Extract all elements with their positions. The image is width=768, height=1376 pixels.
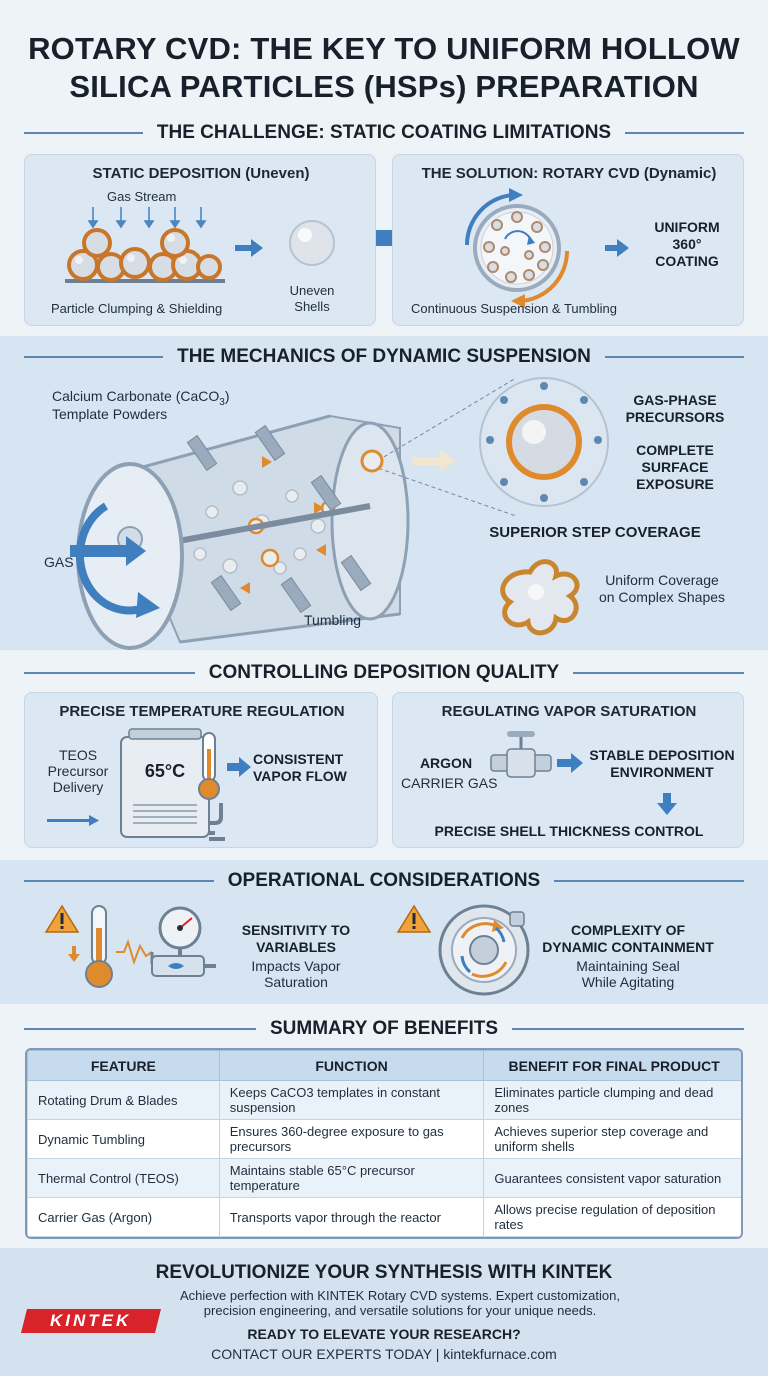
table-row: Carrier Gas (Argon) Transports vapor thr… bbox=[27, 1197, 741, 1237]
table-cell: Maintains stable 65°C precursor temperat… bbox=[218, 1158, 485, 1198]
operational-band bbox=[0, 860, 768, 1004]
temp-title: PRECISE TEMPERATURE REGULATION bbox=[59, 703, 345, 720]
rotary-solution-panel: THE SOLUTION: ROTARY CVD (Dynamic) UNIFO… bbox=[392, 154, 744, 326]
table-cell: Ensures 360-degree exposure to gas precu… bbox=[218, 1119, 485, 1159]
static-deposition-panel: STATIC DEPOSITION (Uneven) Gas Stream Un… bbox=[24, 154, 376, 326]
table-row: Thermal Control (TEOS) Maintains stable … bbox=[27, 1158, 741, 1198]
carrier-gas-label: CARRIER GAS bbox=[401, 775, 498, 791]
teos-label: TEOS Precursor Delivery bbox=[47, 747, 109, 795]
title-line-2: SILICA PARTICLES (HSPs) PREPARATION bbox=[69, 69, 699, 104]
valve-illustration bbox=[490, 731, 677, 815]
sensitivity-title: SENSITIVITY TO VARIABLES bbox=[241, 922, 351, 955]
static-title: STATIC DEPOSITION (Uneven) bbox=[92, 165, 310, 182]
complex-shapes-label: Uniform Coverage on Complex Shapes bbox=[598, 572, 726, 605]
title-line-1: ROTARY CVD: THE KEY TO UNIFORM HOLLOW bbox=[28, 31, 740, 66]
thickness-control-label: PRECISE SHELL THICKNESS CONTROL bbox=[434, 823, 704, 839]
operational-icons bbox=[44, 904, 530, 996]
containment-text: Maintaining Seal While Agitating bbox=[576, 958, 680, 990]
temperature-panel: PRECISE TEMPERATURE REGULATION TEOS Prec… bbox=[24, 692, 378, 848]
static-deposition-illustration bbox=[65, 207, 335, 283]
operational-heading: OPERATIONAL CONSIDERATIONS bbox=[24, 866, 744, 896]
cta-text: READY TO ELEVATE YOUR RESEARCH? bbox=[247, 1326, 521, 1342]
contact-link[interactable]: CONTACT OUR EXPERTS TODAY | kintekfurnac… bbox=[211, 1346, 557, 1362]
table-cell: Achieves superior step coverage and unif… bbox=[483, 1119, 741, 1159]
challenge-heading: THE CHALLENGE: STATIC COATING LIMITATION… bbox=[24, 118, 745, 148]
template-label: Template Powders bbox=[52, 406, 168, 422]
tumbling-label: Tumbling bbox=[304, 612, 362, 628]
table-header-row: FEATURE FUNCTION BENEFIT FOR FINAL PRODU… bbox=[27, 1050, 741, 1081]
vapor-title: REGULATING VAPOR SATURATION bbox=[441, 703, 697, 720]
gas-label: GAS bbox=[44, 554, 74, 570]
table-cell: Carrier Gas (Argon) bbox=[27, 1197, 220, 1237]
quality-heading: CONTROLLING DEPOSITION QUALITY bbox=[24, 658, 745, 688]
mechanics-heading: THE MECHANICS OF DYNAMIC SUSPENSION bbox=[24, 342, 744, 372]
solution-title: THE SOLUTION: ROTARY CVD (Dynamic) bbox=[421, 165, 717, 182]
uniform-coating-label: UNIFORM 360° COATING bbox=[654, 219, 720, 269]
table-cell: Allows precise regulation of deposition … bbox=[483, 1197, 741, 1237]
step-coverage-label: SUPERIOR STEP COVERAGE bbox=[489, 524, 701, 541]
table-cell: Transports vapor through the reactor bbox=[218, 1197, 485, 1237]
clumping-label: Particle Clumping & Shielding bbox=[51, 301, 223, 316]
rotary-drum-illustration bbox=[464, 188, 629, 308]
summary-heading: SUMMARY OF BENEFITS bbox=[24, 1014, 745, 1044]
table-header: FEATURE bbox=[27, 1050, 220, 1081]
rotary-drum-diagram bbox=[70, 377, 609, 650]
sensitivity-text: Impacts Vapor Saturation bbox=[251, 958, 341, 990]
table-cell: Dynamic Tumbling bbox=[27, 1119, 220, 1159]
table-header: FUNCTION bbox=[218, 1050, 485, 1081]
suspension-label: Continuous Suspension & Tumbling bbox=[411, 301, 617, 316]
caco3-label: Calcium Carbonate (CaCO3) bbox=[52, 388, 230, 408]
stable-environment-label: STABLE DEPOSITION ENVIRONMENT bbox=[589, 747, 735, 780]
footer-body: Achieve perfection with KINTEK Rotary CV… bbox=[180, 1288, 620, 1318]
table-cell: Keeps CaCO3 templates in constant suspen… bbox=[218, 1080, 485, 1120]
table-cell: Eliminates particle clumping and dead zo… bbox=[483, 1080, 741, 1120]
table-cell: Rotating Drum & Blades bbox=[27, 1080, 220, 1120]
page-title: ROTARY CVD: THE KEY TO UNIFORM HOLLOW SI… bbox=[0, 30, 768, 106]
gas-stream-label: Gas Stream bbox=[107, 189, 177, 204]
consistent-flow-label: CONSISTENT VAPOR FLOW bbox=[253, 751, 347, 784]
exposure-label: COMPLETE SURFACE EXPOSURE bbox=[636, 442, 714, 492]
benefits-table: FEATURE FUNCTION BENEFIT FOR FINAL PRODU… bbox=[25, 1048, 743, 1239]
footer-heading: REVOLUTIONIZE YOUR SYNTHESIS WITH KINTEK bbox=[155, 1262, 613, 1283]
heater-illustration bbox=[47, 728, 251, 841]
table-cell: Guarantees consistent vapor saturation bbox=[483, 1158, 741, 1198]
precursors-label: GAS-PHASE PRECURSORS bbox=[625, 392, 725, 425]
table-row: Rotating Drum & Blades Keeps CaCO3 templ… bbox=[27, 1080, 741, 1120]
table-header: BENEFIT FOR FINAL PRODUCT bbox=[483, 1050, 741, 1081]
vapor-panel: REGULATING VAPOR SATURATION ARGON CARRIE… bbox=[392, 692, 744, 848]
table-cell: Thermal Control (TEOS) bbox=[27, 1158, 220, 1198]
argon-label: ARGON bbox=[419, 755, 473, 771]
containment-title: COMPLEXITY OF DYNAMIC CONTAINMENT bbox=[542, 922, 714, 955]
temperature-value: 65°C bbox=[144, 761, 186, 781]
table-row: Dynamic Tumbling Ensures 360-degree expo… bbox=[27, 1119, 741, 1159]
uneven-shells-label: Uneven Shells bbox=[289, 283, 335, 314]
